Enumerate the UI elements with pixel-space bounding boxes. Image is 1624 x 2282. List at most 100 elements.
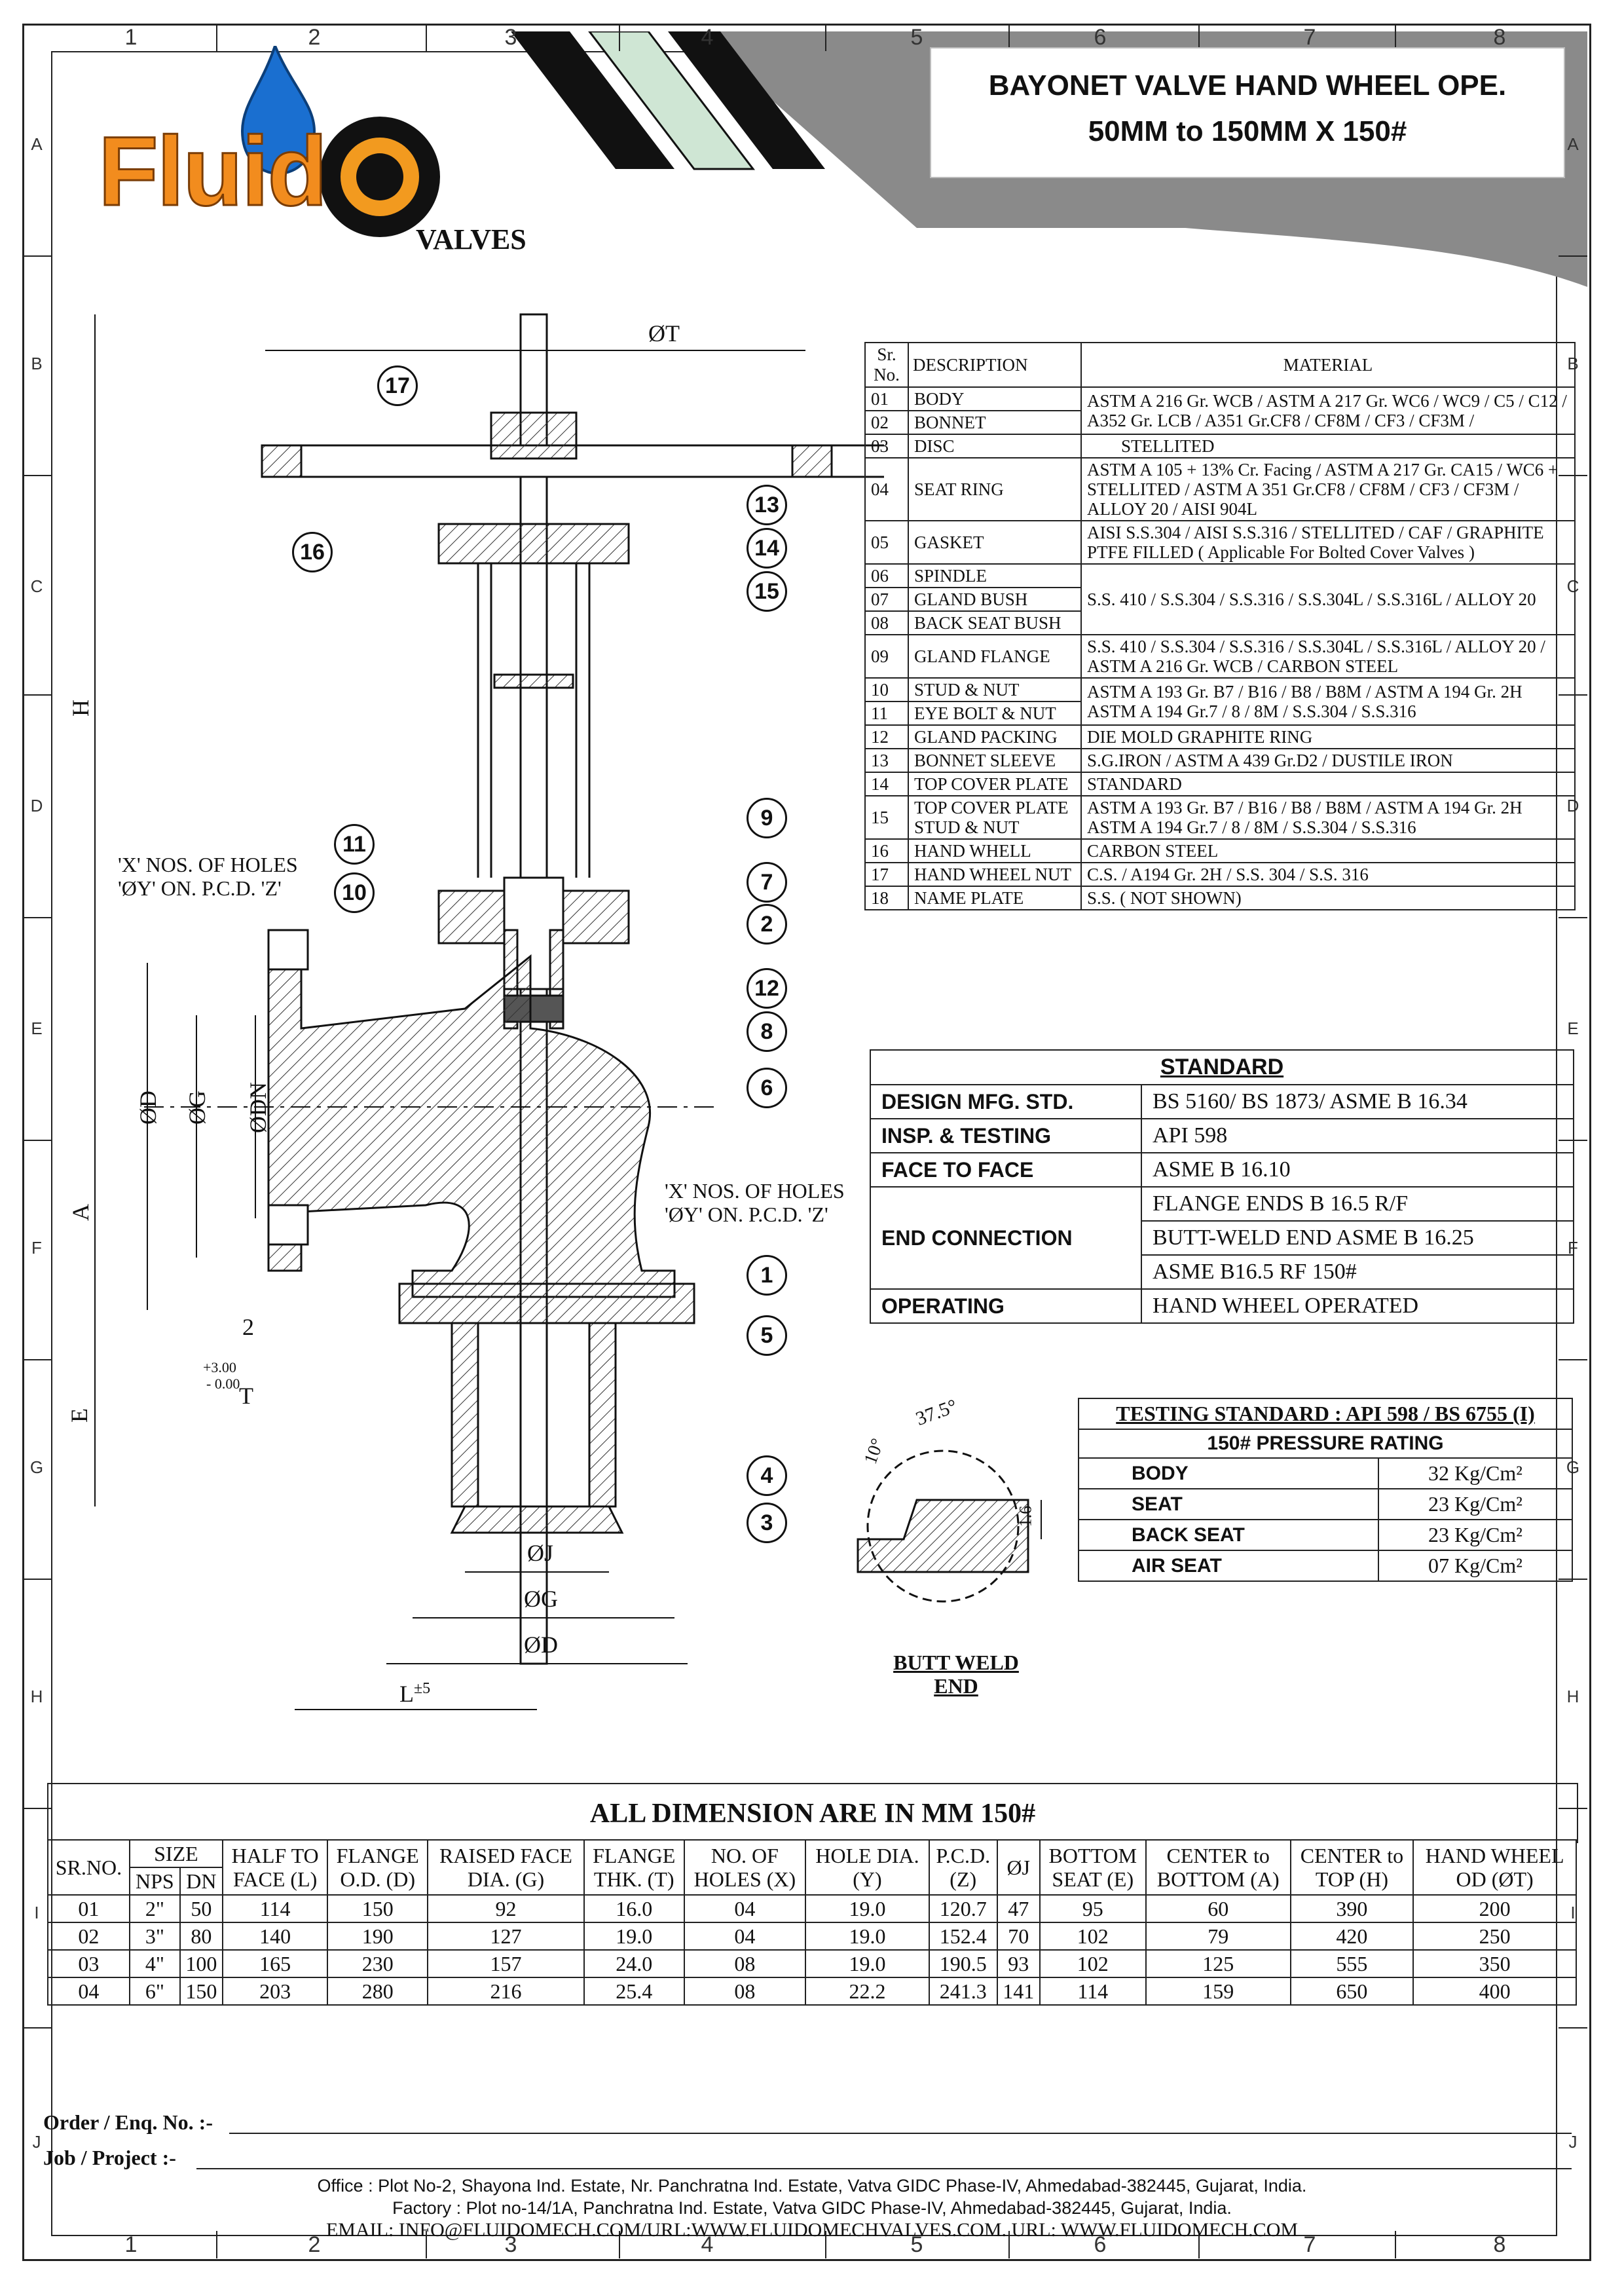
dim-col-nh-l2: HOLES (X) xyxy=(693,1867,796,1891)
balloon-15: 15 xyxy=(747,571,787,612)
table-cell: 230 xyxy=(327,1949,429,1978)
dim-half-to-face-letter: L xyxy=(399,1681,414,1707)
dim-col-hw-l1: HAND WHEEL xyxy=(1425,1844,1564,1867)
balloon-10: 10 xyxy=(334,872,375,913)
material-sr: 04 xyxy=(864,457,909,521)
balloon-7: 7 xyxy=(747,862,787,903)
material-sr: 05 xyxy=(864,520,909,565)
testing-heading: TESTING STANDARD : API 598 / BS 6755 (I) xyxy=(1078,1398,1573,1430)
material-value: S.S. 410 / S.S.304 / S.S.316 / S.S.304L … xyxy=(1080,634,1576,679)
zone-column-6-top: 6 xyxy=(1094,25,1107,50)
logo-graphic xyxy=(240,42,440,237)
balloon-8: 8 xyxy=(747,1011,787,1052)
zone-column-4-bottom: 4 xyxy=(701,2232,714,2257)
balloon-5: 5 xyxy=(747,1315,787,1356)
order-enquiry-line[interactable] xyxy=(229,2133,1572,2134)
balloon-9: 9 xyxy=(747,798,787,838)
zone-tick xyxy=(22,1140,51,1141)
zone-row-A-right: A xyxy=(1567,134,1579,154)
zone-tick xyxy=(825,2231,826,2258)
material-desc: TOP COVER PLATE STUD & NUT xyxy=(908,795,1082,840)
material-value: ASTM A 193 Gr. B7 / B16 / B8 / B8M / AST… xyxy=(1080,677,1576,726)
zone-column-1-top: 1 xyxy=(124,25,138,50)
material-value: S.G.IRON / ASTM A 439 Gr.D2 / DUSTILE IR… xyxy=(1080,748,1576,773)
zone-column-4-top: 4 xyxy=(701,25,714,50)
zone-row-F-left: F xyxy=(31,1238,42,1258)
dim-col-nh-l1: NO. OF xyxy=(710,1844,779,1867)
table-cell: 350 xyxy=(1412,1949,1577,1978)
dim-raised-face-height: 2 xyxy=(242,1314,254,1340)
material-value: C.S. / A194 Gr. 2H / S.S. 304 / S.S. 316 xyxy=(1080,862,1576,887)
job-project-line[interactable] xyxy=(196,2168,1572,2169)
zone-tick xyxy=(22,1579,51,1580)
material-value: ASTM A 105 + 13% Cr. Facing / ASTM A 217… xyxy=(1080,457,1576,521)
table-cell: 203 xyxy=(221,1977,329,2006)
material-desc: SPINDLE xyxy=(908,563,1082,588)
valve-drawing xyxy=(94,313,884,1710)
zone-tick xyxy=(22,694,51,696)
table-cell: 120.7 xyxy=(928,1894,998,1923)
weld-land-dimension: 1.6 xyxy=(1016,1505,1035,1527)
testing-key: BODY xyxy=(1078,1457,1379,1489)
zone-column-8-top: 8 xyxy=(1493,25,1506,50)
zone-tick xyxy=(825,24,826,51)
material-value: ASTM A 193 Gr. B7 / B16 / B8 / B8M / AST… xyxy=(1080,795,1576,840)
table-cell: 150 xyxy=(327,1894,429,1923)
table-cell: 08 xyxy=(683,1977,807,2006)
dim-flange-od-side: ØD xyxy=(135,1091,161,1125)
table-cell: 24.0 xyxy=(583,1949,685,1978)
standard-value: FLANGE ENDS B 16.5 R/F xyxy=(1141,1186,1574,1222)
dim-col-ft-l2: THK. (T) xyxy=(593,1867,674,1891)
zone-row-I-left: I xyxy=(34,1903,39,1922)
dim-col-ct-l1: CENTER to xyxy=(1300,1844,1404,1867)
material-desc: NAME PLATE xyxy=(908,886,1082,910)
table-cell: 19.0 xyxy=(805,1894,930,1923)
footer-email: EMAIL: INFO@FLUIDOMECH.COM/URL:WWW.FLUID… xyxy=(325,2219,1299,2241)
zone-column-8-bottom: 8 xyxy=(1493,2232,1506,2257)
dimension-table-title: ALL DIMENSION ARE IN MM 150# xyxy=(47,1783,1578,1843)
table-cell: 03 xyxy=(47,1949,130,1978)
table-cell: 200 xyxy=(1412,1894,1577,1923)
material-desc: GLAND FLANGE xyxy=(908,634,1082,679)
dim-col-bs-l2: SEAT (E) xyxy=(1052,1867,1134,1891)
dim-col-hd-l1: HOLE DIA. xyxy=(815,1844,919,1867)
material-desc: TOP COVER PLATE xyxy=(908,772,1082,796)
material-desc: HAND WHEEL NUT xyxy=(908,862,1082,887)
zone-tick xyxy=(1559,917,1587,918)
zone-tick xyxy=(1559,1359,1587,1360)
table-cell: 79 xyxy=(1145,1922,1291,1951)
material-sr: 03 xyxy=(864,434,909,458)
table-cell: 08 xyxy=(683,1949,807,1978)
material-sr: 11 xyxy=(864,701,909,726)
table-cell: 216 xyxy=(427,1977,585,2006)
table-cell: 04 xyxy=(47,1977,130,2006)
material-value: CARBON STEEL xyxy=(1080,838,1576,863)
title-line-1: BAYONET VALVE HAND WHEEL OPE. xyxy=(988,69,1507,102)
dim-col-pcd-l1: P.C.D. xyxy=(936,1844,991,1867)
table-cell: 25.4 xyxy=(583,1977,685,2006)
table-cell: 3" xyxy=(128,1922,181,1951)
table-cell: 280 xyxy=(327,1977,429,2006)
standard-value: BUTT-WELD END ASME B 16.25 xyxy=(1141,1220,1574,1256)
dim-col-fl-l2: O.D. (D) xyxy=(340,1867,416,1891)
standard-value: API 598 xyxy=(1141,1118,1574,1153)
material-desc: SEAT RING xyxy=(908,457,1082,521)
material-desc: BACK SEAT BUSH xyxy=(908,610,1082,635)
testing-value: 07 Kg/Cm² xyxy=(1377,1550,1574,1582)
table-cell: 241.3 xyxy=(928,1977,998,2006)
table-cell: 152.4 xyxy=(928,1922,998,1951)
zone-row-A-left: A xyxy=(31,134,43,154)
zone-tick xyxy=(426,24,427,51)
testing-key: SEAT xyxy=(1078,1488,1379,1520)
table-cell: 19.0 xyxy=(805,1949,930,1978)
standard-value: ASME B 16.10 xyxy=(1141,1152,1574,1188)
balloon-13: 13 xyxy=(747,485,787,525)
dim-col-pcd: P.C.D.(Z) xyxy=(928,1839,998,1896)
standard-key: OPERATING xyxy=(870,1288,1142,1324)
testing-value: 32 Kg/Cm² xyxy=(1377,1457,1574,1489)
dim-col-dn: DN xyxy=(179,1867,223,1896)
